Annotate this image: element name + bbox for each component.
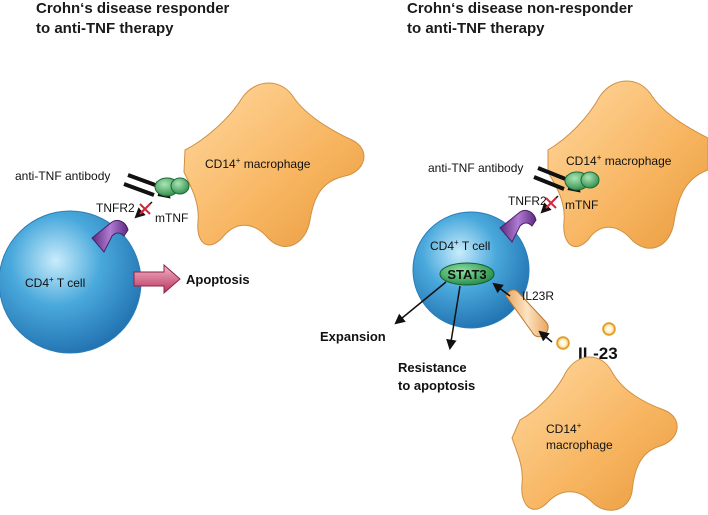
- il23r-receptor: [505, 289, 549, 338]
- expansion-label: Expansion: [320, 329, 386, 344]
- right-panel: Crohn‘s disease non-responder to anti-TN…: [320, 0, 708, 511]
- right-mtnf-label: mTNF: [565, 198, 598, 212]
- il23-particle-icon: [556, 336, 570, 350]
- il23r-to-stat3-arrow: [492, 282, 511, 297]
- right-tcell-label: CD4+ T cell: [430, 238, 490, 253]
- left-macrophage-cell: [183, 82, 365, 247]
- left-panel: Crohn‘s disease responder to anti-TNF th…: [0, 0, 365, 354]
- left-macrophage-cd: CD14+ macrophage: [205, 156, 311, 171]
- left-apoptosis-label: Apoptosis: [186, 272, 250, 287]
- il23r-label: IL23R: [522, 289, 554, 303]
- right-mtnf-icon: [564, 171, 600, 191]
- resistance-arrow: [446, 285, 461, 351]
- right-title-line1: Crohn‘s disease non-responder: [407, 0, 633, 17]
- right-block-x-icon: [545, 197, 557, 209]
- left-tnfr2-receptor: [91, 219, 129, 253]
- left-mtnf-icon: [154, 177, 190, 197]
- stat3-node: [439, 262, 495, 286]
- left-block-x-icon: [139, 203, 151, 215]
- right-macrophage-bottom-cd: CD14+: [546, 421, 582, 436]
- right-title-line2: to anti-TNF therapy: [407, 20, 545, 37]
- stat3-label: STAT3: [447, 267, 486, 282]
- right-macrophage-cell: [547, 80, 708, 249]
- left-tcell-label: CD4+ T cell: [25, 275, 85, 290]
- left-title-line1: Crohn‘s disease responder: [36, 0, 230, 17]
- left-tnfr2-label: TNFR2: [96, 201, 135, 215]
- right-tnfr2-label: TNFR2: [508, 194, 547, 208]
- right-macrophage-bottom-label: macrophage: [546, 438, 613, 452]
- left-title-line2: to anti-TNF therapy: [36, 20, 174, 37]
- il23-particle-icon: [602, 322, 616, 336]
- resistance-label-line2: to apoptosis: [398, 378, 475, 393]
- left-apoptosis-arrow: [133, 263, 181, 295]
- right-antibody-label: anti-TNF antibody: [428, 161, 523, 175]
- right-macrophage-bottom-cell: [511, 356, 678, 511]
- il23-to-il23r-arrow: [538, 330, 553, 343]
- right-macrophage-cd: CD14+ macrophage: [566, 153, 672, 168]
- left-mtnf-label: mTNF: [155, 211, 188, 225]
- expansion-arrow: [394, 281, 447, 325]
- resistance-label-line1: Resistance: [398, 360, 467, 375]
- left-antibody-label: anti-TNF antibody: [15, 169, 110, 183]
- right-tnfr2-receptor: [499, 209, 537, 243]
